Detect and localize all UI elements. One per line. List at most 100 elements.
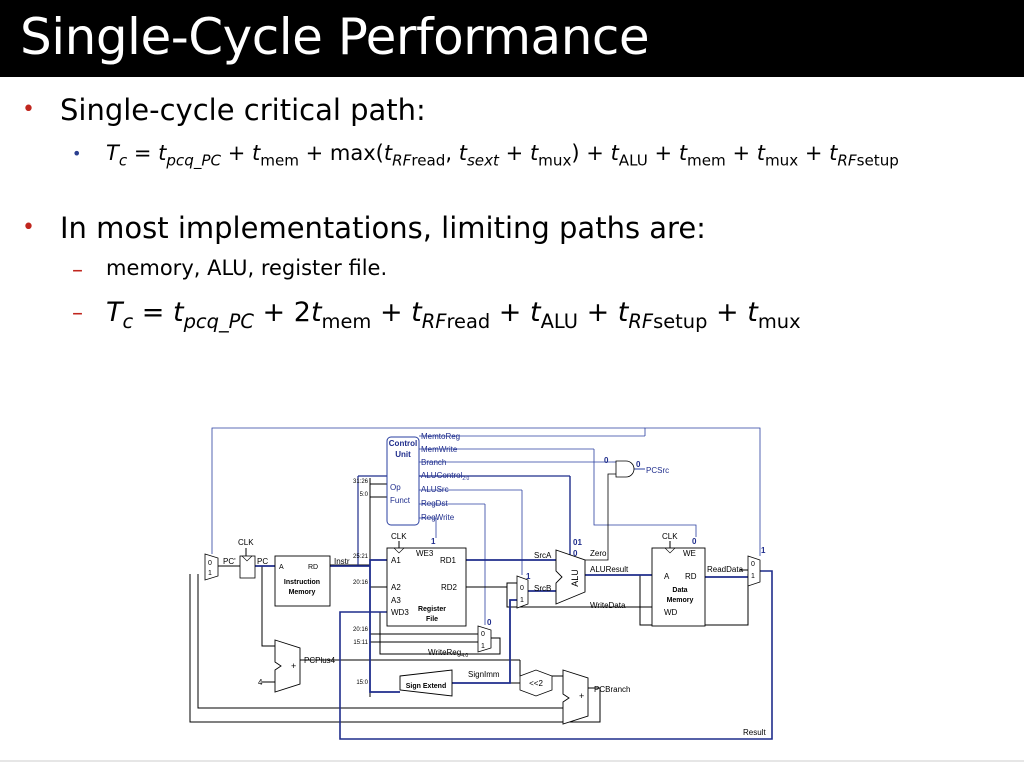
op-label: Op [390, 483, 401, 492]
branch-label: Branch [421, 458, 446, 467]
clk-triangle-icon [393, 547, 405, 554]
pcsrc-label: PCSrc [646, 466, 669, 475]
writereg-sub: 4:0 [461, 653, 468, 659]
writereg-label: WriteReg4:0 [428, 648, 468, 659]
zero-label: Zero [590, 549, 607, 558]
bullet-marker: • [22, 215, 35, 240]
formula-t: t [678, 141, 688, 165]
pcbranch-adder [562, 669, 589, 725]
sub-bullet-marker: • [72, 144, 82, 163]
formula-c: c [122, 309, 134, 333]
formula-eq: = [127, 141, 159, 165]
formula-max: + max( [298, 141, 384, 165]
formula-alu: ALU [540, 309, 578, 333]
formula-read: read [446, 309, 491, 333]
formula-critical-path: Tc = tpcq_PC + tmem + max(tRFread, tsext… [106, 141, 899, 169]
alucontrol-text: ALUControl [421, 471, 463, 480]
memtoreg-label: MemtoReg [421, 432, 460, 441]
writereg-mux [477, 625, 492, 653]
control-unit-label: Unit [395, 450, 411, 459]
formula-t: t [756, 141, 765, 165]
branch-value: 0 [604, 456, 609, 465]
formula-pcq: pcq_PC [183, 309, 254, 333]
srcb-label: SrcB [534, 584, 551, 593]
a3-label: A3 [391, 596, 401, 605]
formula-plus: + [798, 141, 830, 165]
formula-rf: RF [421, 309, 447, 333]
pc-prime-label: PC' [223, 557, 236, 566]
bits-15-11: 15:11 [353, 640, 368, 646]
formula-t: t [617, 297, 629, 328]
formula-plus: + [221, 141, 252, 165]
dmem-title: Data [672, 587, 687, 594]
rd1-label: RD1 [440, 556, 457, 565]
and-value: 0 [636, 460, 641, 469]
regfile-title: Register [418, 606, 446, 613]
regdst-value: 0 [487, 618, 492, 627]
formula-mux: mux [538, 151, 572, 170]
srcb-mux [516, 575, 529, 609]
mux-1: 1 [481, 643, 485, 650]
formula-setup: setup [653, 309, 708, 333]
formula-mem: mem [260, 151, 299, 170]
pc-register [239, 555, 256, 579]
slide-title: Single-Cycle Performance [20, 8, 650, 66]
formula-c: c [118, 151, 128, 170]
alu [555, 549, 586, 605]
funct-label: Funct [390, 496, 411, 505]
alucontrol-label: ALUControl2:0 [421, 471, 470, 482]
shift-left-2 [519, 669, 553, 697]
bottom-divider [0, 760, 1024, 762]
formula-t: t [252, 141, 261, 165]
result-label: Result [743, 728, 766, 737]
mux-0: 0 [520, 585, 524, 592]
formula-t: t [530, 297, 541, 328]
alu-zero-value: 0 [573, 549, 578, 558]
formula-eq: = [133, 297, 173, 328]
dmem-rd-label: RD [685, 572, 697, 581]
formula-alu: ALU [618, 151, 648, 170]
clk-label: CLK [391, 532, 407, 541]
formula-rf: RF [392, 151, 412, 170]
formula-sext: sext [466, 151, 499, 170]
writereg-text: WriteReg [428, 648, 461, 657]
bits-15-0: 15:0 [356, 680, 368, 686]
formula-rf: RF [837, 151, 857, 170]
instruction-memory [274, 555, 331, 607]
formula-t: t [383, 141, 393, 165]
dmem-title: Memory [667, 597, 694, 604]
pc-mux [204, 553, 219, 581]
plus-icon: + [579, 691, 584, 701]
formula-t: t [458, 141, 467, 165]
control-unit-label: Control [389, 439, 417, 448]
formula-t: t [829, 141, 838, 165]
clk-triangle-icon [241, 555, 253, 562]
bits-20-16: 20:16 [353, 627, 369, 633]
pcplus4-label: PCPlus4 [304, 656, 336, 665]
wd3-label: WD3 [391, 608, 409, 617]
formula-t: t [172, 297, 184, 328]
dash-marker: – [72, 301, 83, 326]
imem-title: Memory [289, 589, 316, 596]
bits-5-0: 5:0 [360, 492, 369, 498]
shl2-label: <<2 [529, 679, 543, 688]
readdata-label: ReadData [707, 565, 744, 574]
formula-plus: + [498, 141, 530, 165]
formula-t: t [610, 141, 619, 165]
mux-1: 1 [520, 597, 524, 604]
bits-20-16: 20:16 [353, 580, 369, 586]
regdst-label: RegDst [421, 499, 448, 508]
regfile-title: File [426, 616, 438, 623]
alu-label: ALU [570, 569, 580, 587]
aluresult-label: ALUResult [590, 565, 629, 574]
regwrite-value: 1 [431, 537, 436, 546]
formula-read: read [411, 151, 446, 170]
formula-plus: + [707, 297, 748, 328]
memtoreg-value: 1 [761, 546, 766, 555]
formula-t: T [106, 297, 123, 328]
pcplus4-adder [274, 639, 301, 693]
formula-t: t [529, 141, 539, 165]
formula-rf: RF [628, 309, 654, 333]
dmem-a-label: A [664, 572, 670, 581]
